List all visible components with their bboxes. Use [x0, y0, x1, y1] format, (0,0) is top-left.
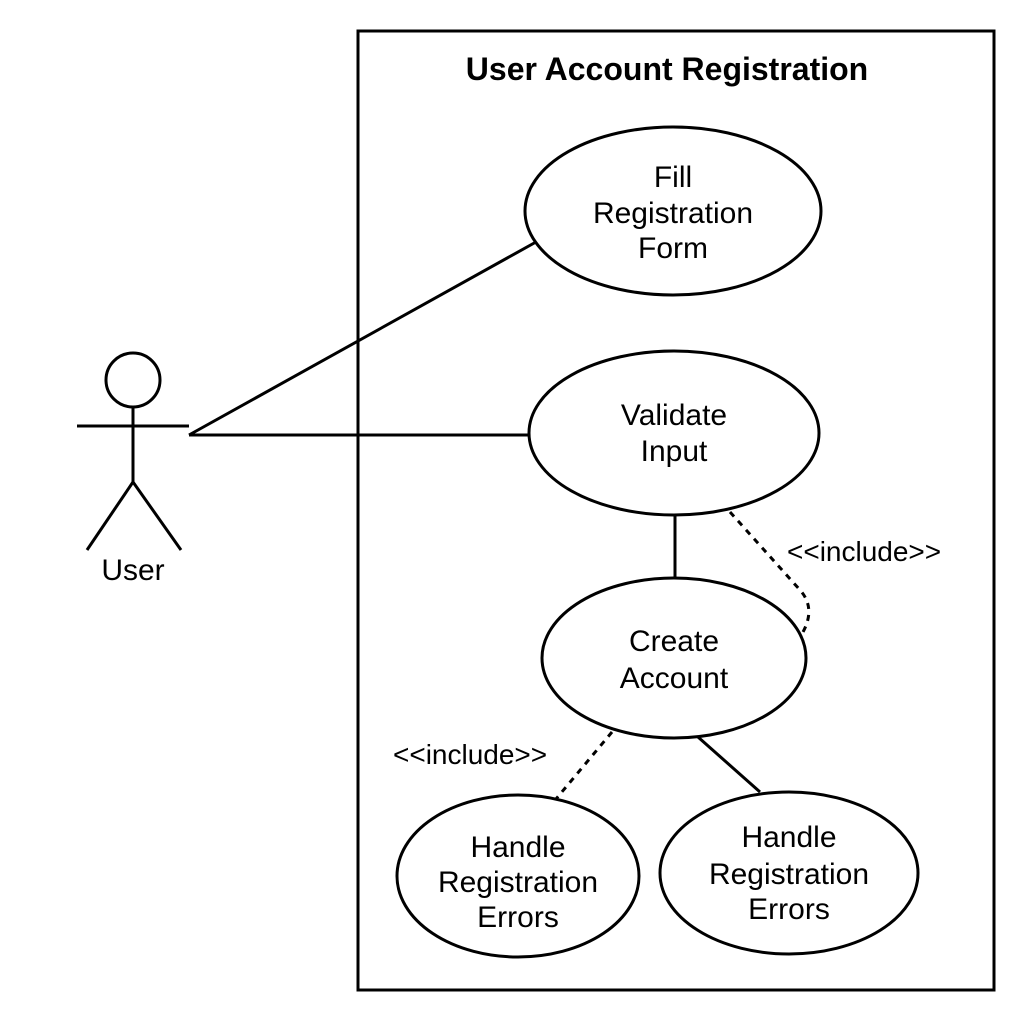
actor-left-leg	[85, 481, 135, 551]
include-create-handle-label: <<include>>	[393, 739, 547, 770]
actor-label: User	[101, 554, 164, 587]
actor-head	[104, 351, 162, 409]
use-case-label: Registration	[709, 858, 869, 891]
use-case-fill-registration-form: Fill Registration Form	[523, 125, 823, 297]
use-case-label: Validate	[621, 399, 727, 432]
system-title: User Account Registration	[466, 51, 868, 87]
actor-right-leg	[131, 481, 183, 551]
use-case-label: Handle	[470, 831, 565, 864]
include-validate-create-line	[728, 510, 811, 633]
system-boundary	[356, 29, 996, 992]
association-user-fill-form	[188, 240, 537, 437]
use-case-label: Input	[641, 435, 708, 468]
use-case-create-account: Create Account	[540, 576, 808, 740]
use-case-label: Errors	[477, 901, 559, 934]
use-case-handle-registration-errors-right: Handle Registration Errors	[658, 790, 920, 956]
use-case-handle-registration-errors-left: Handle Registration Errors	[395, 793, 641, 959]
use-case-label: Create	[629, 625, 719, 658]
association-create-handle-right	[697, 735, 761, 794]
include-validate-create-label: <<include>>	[787, 536, 941, 567]
use-case-label: Fill	[654, 161, 692, 194]
use-case-label: Account	[620, 662, 729, 695]
actor-user: User	[77, 351, 189, 587]
use-case-label: Errors	[748, 893, 830, 926]
include-create-handle-line	[554, 731, 614, 800]
use-case-label: Form	[638, 232, 708, 265]
use-case-label: Registration	[593, 197, 753, 230]
use-case-label: Handle	[741, 821, 836, 854]
use-case-label: Registration	[438, 866, 598, 899]
use-case-validate-input: Validate Input	[527, 349, 821, 517]
